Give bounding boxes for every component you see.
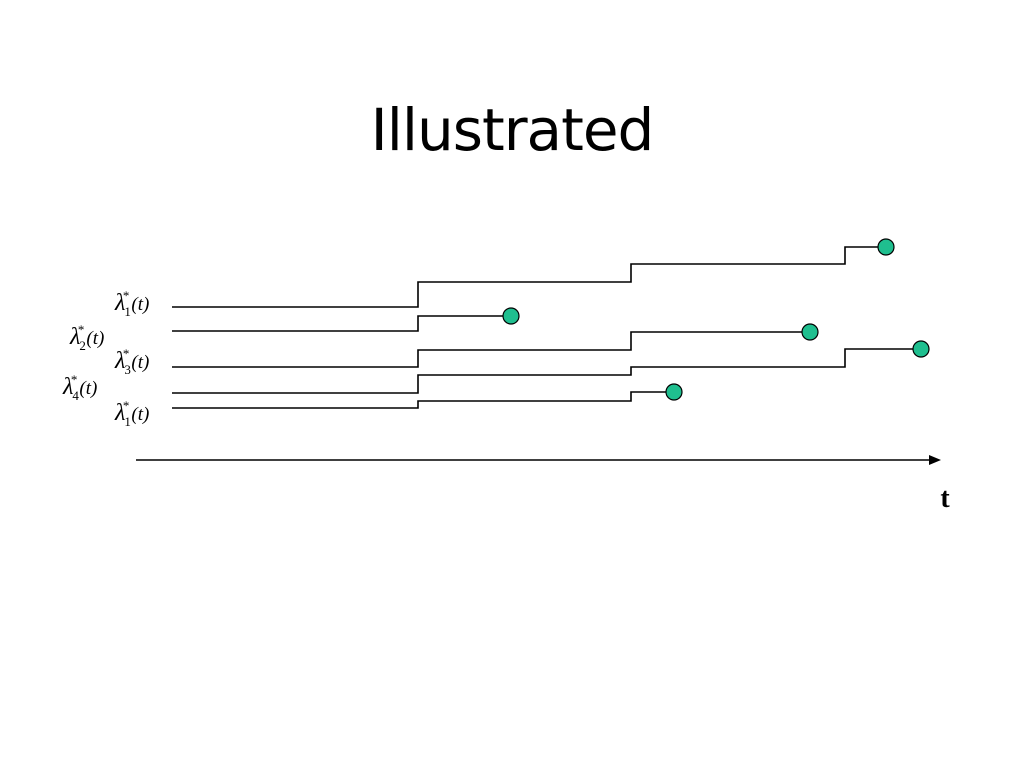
- path-lambda1-top: [172, 246, 886, 308]
- label-lambda3: λ3*(t): [114, 346, 149, 377]
- terminal-dots: [502, 238, 930, 401]
- path-lambda4: [172, 348, 921, 394]
- path-lambda2: [172, 315, 511, 332]
- path-labels: λ1*(t) λ2*(t) λ3*(t) λ4*(t) λ1*(t): [62, 288, 149, 429]
- label-lambda1-bottom: λ1*(t): [114, 398, 149, 429]
- path-lambda1-bottom: [172, 391, 674, 409]
- time-axis: t: [136, 455, 950, 514]
- terminal-dot: [801, 323, 819, 341]
- step-paths: [172, 246, 921, 409]
- path-lambda3: [172, 331, 810, 368]
- terminal-dot: [502, 307, 520, 325]
- terminal-dot: [665, 383, 683, 401]
- label-lambda4: λ4*(t): [62, 372, 97, 403]
- label-lambda2: λ2*(t): [69, 322, 104, 353]
- slide-title: Illustrated: [370, 96, 655, 164]
- terminal-dot: [912, 340, 930, 358]
- time-axis-arrowhead: [929, 455, 941, 465]
- terminal-dot: [877, 238, 895, 256]
- label-lambda1-top: λ1*(t): [114, 288, 149, 319]
- time-axis-label: t: [940, 483, 950, 514]
